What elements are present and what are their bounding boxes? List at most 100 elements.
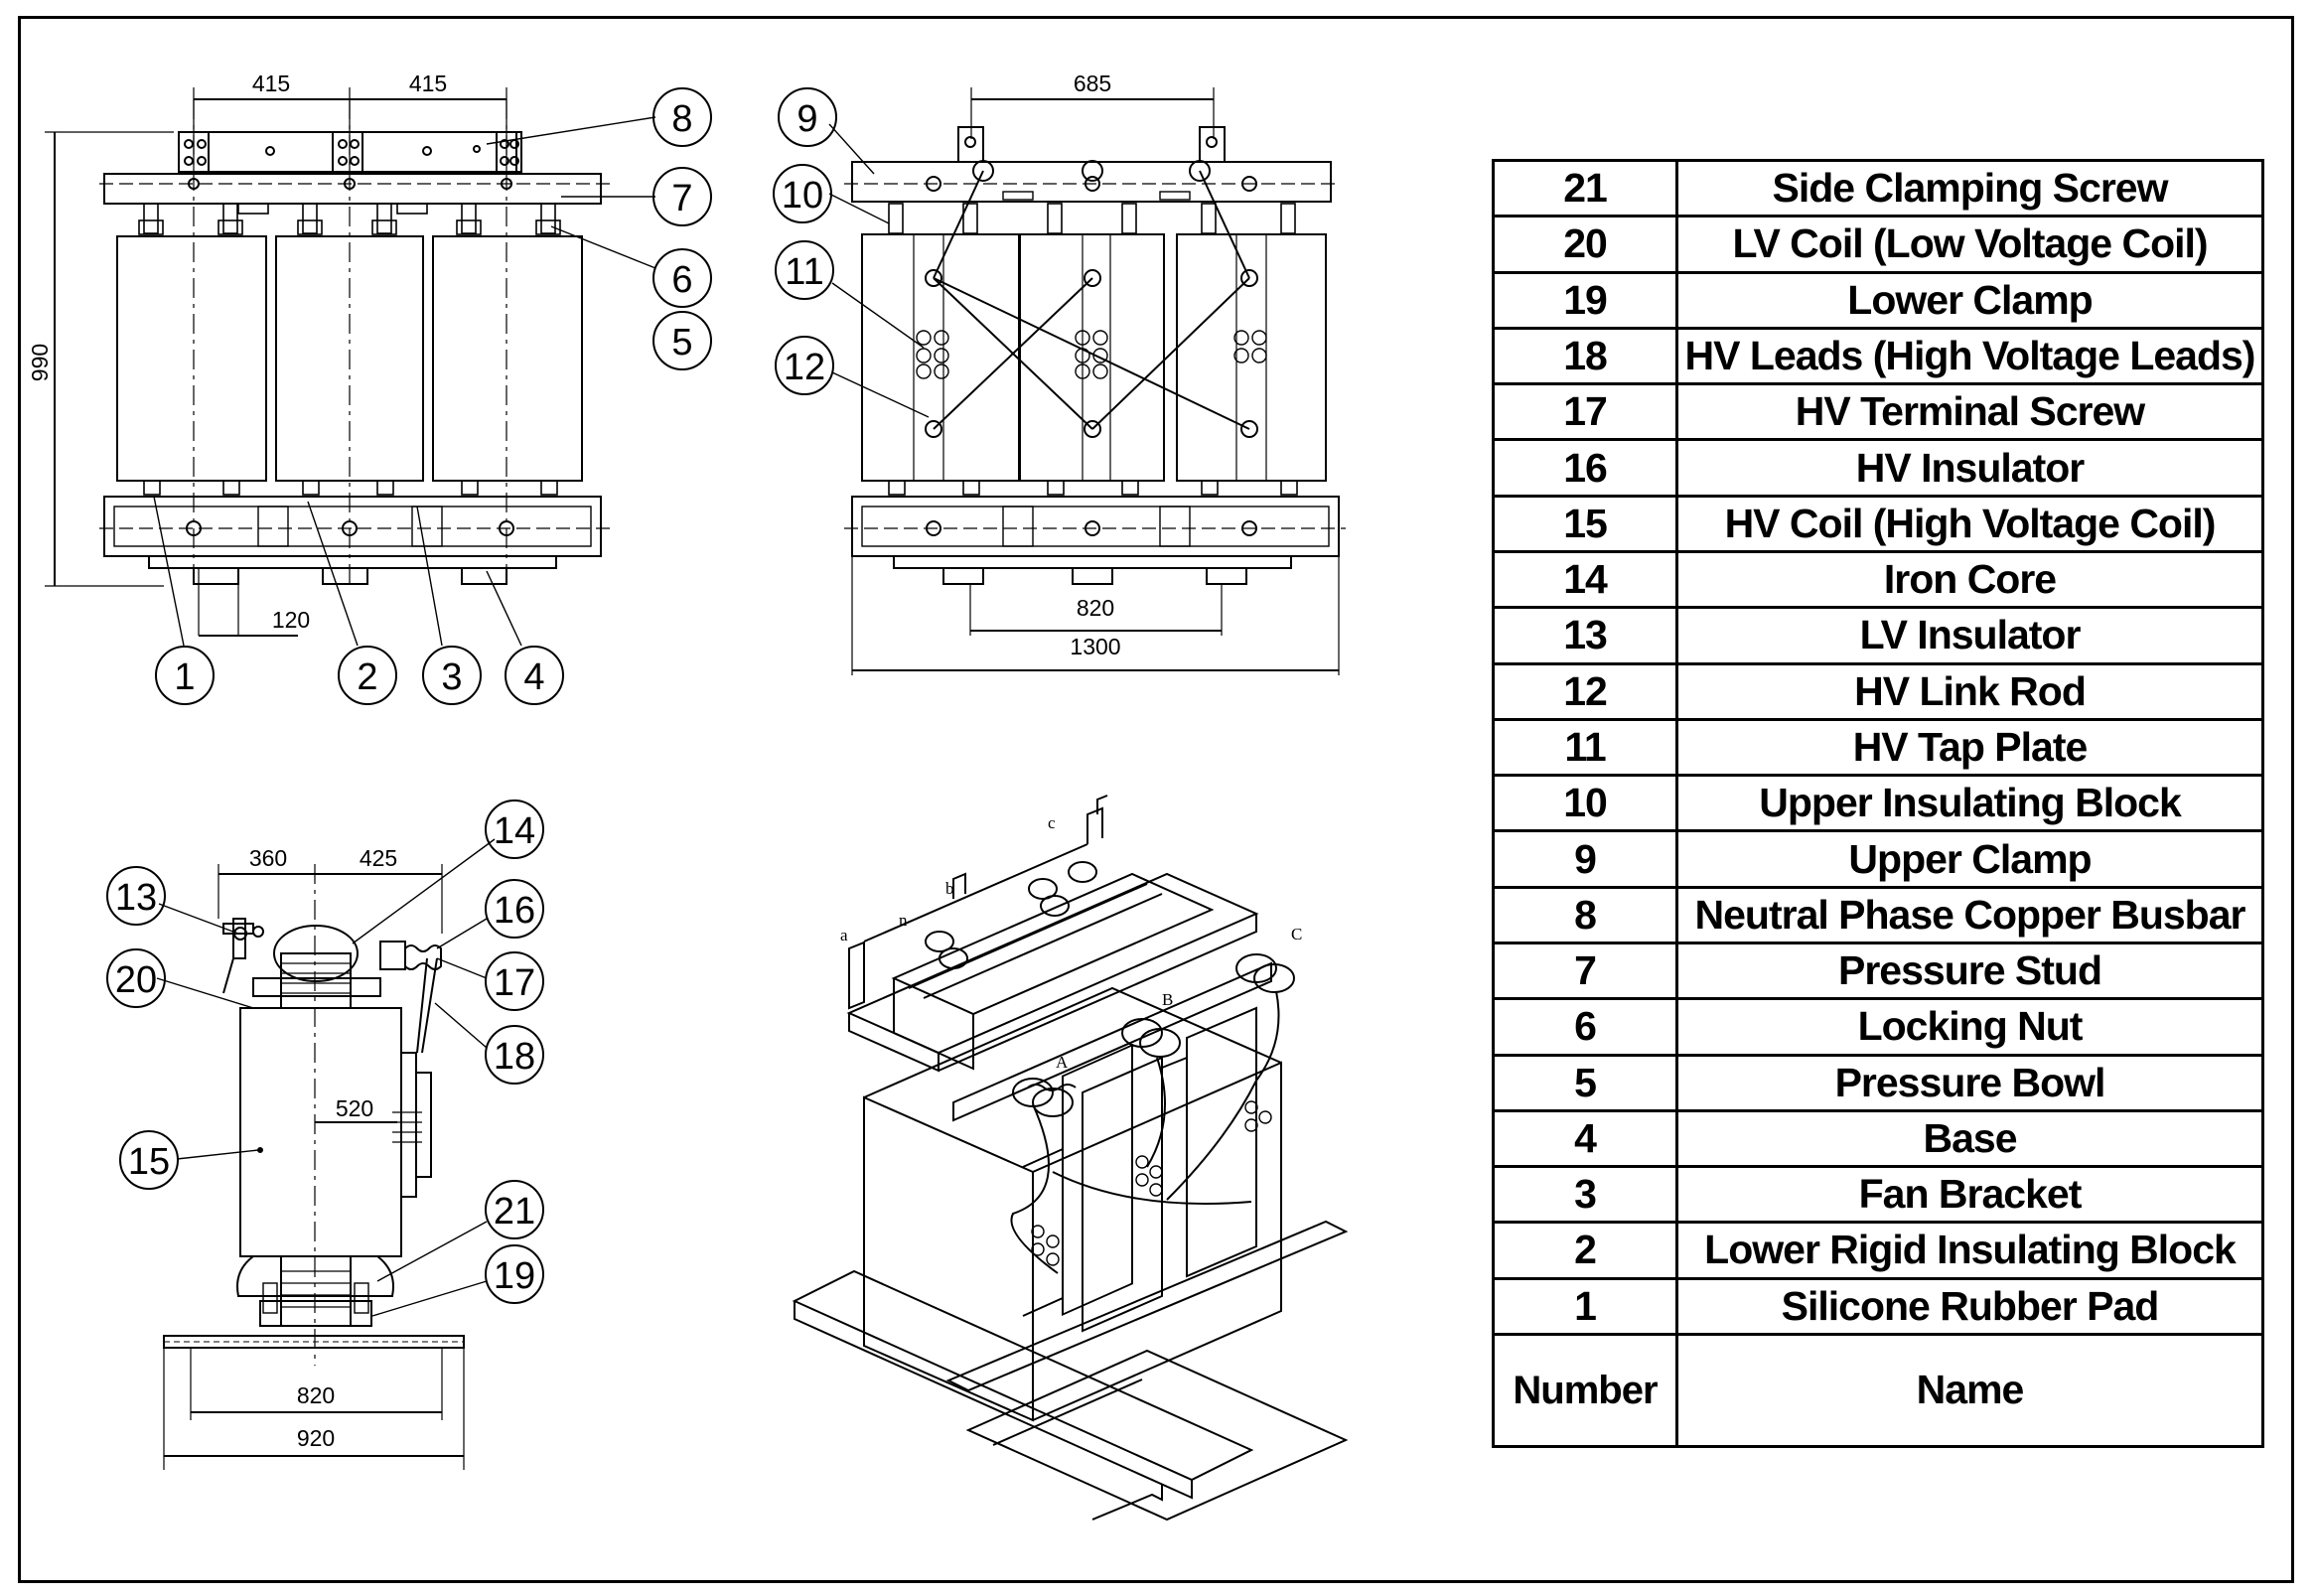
side-dim-1300: 1300 [1070, 634, 1120, 659]
terminal-letter-b: b [945, 879, 954, 898]
front-dim-120: 120 [272, 607, 310, 633]
isometric-view: a n b c A B C [792, 795, 1349, 1522]
part-name: Iron Core [1675, 549, 2264, 610]
terminal-letter-a: a [840, 926, 848, 944]
part-number: 6 [1492, 997, 1678, 1057]
balloon-3: 3 [441, 656, 462, 698]
balloon-6: 6 [671, 259, 692, 301]
front-dim-415-right: 415 [409, 71, 447, 96]
side-dim-820: 820 [1077, 595, 1114, 621]
front-dim-415-left: 415 [252, 71, 290, 96]
balloon-20: 20 [115, 959, 157, 1001]
end-dim-920: 920 [297, 1425, 335, 1451]
side-view: 685 [773, 71, 1346, 675]
part-name: Upper Clamp [1675, 829, 2264, 889]
balloon-15: 15 [128, 1141, 170, 1183]
part-name: LV Insulator [1675, 606, 2264, 665]
part-number: 1 [1492, 1276, 1678, 1336]
part-number: 16 [1492, 438, 1678, 498]
part-number: 8 [1492, 885, 1678, 944]
part-number: 2 [1492, 1221, 1678, 1280]
part-number: 10 [1492, 774, 1678, 833]
part-name: Lower Clamp [1675, 270, 2264, 330]
part-number: 11 [1492, 717, 1678, 778]
part-number: 7 [1492, 941, 1678, 1001]
part-number: 13 [1492, 606, 1678, 665]
balloon-7: 7 [671, 178, 692, 219]
part-name: HV Terminal Screw [1675, 382, 2264, 442]
balloon-12: 12 [784, 347, 825, 388]
end-dim-425: 425 [360, 845, 397, 871]
terminal-letter-C: C [1291, 925, 1302, 943]
terminal-letter-B: B [1162, 990, 1173, 1009]
part-name: HV Leads (High Voltage Leads) [1675, 326, 2264, 386]
front-dim-990: 990 [27, 344, 53, 381]
part-number: 5 [1492, 1053, 1678, 1112]
part-name: HV Link Rod [1675, 661, 2264, 721]
end-view: 360 425 520 [106, 799, 544, 1470]
part-name: Fan Bracket [1675, 1165, 2264, 1225]
part-number: 12 [1492, 661, 1678, 721]
terminal-letter-c: c [1048, 813, 1056, 832]
part-number: 21 [1492, 158, 1678, 218]
terminal-letter-n: n [899, 911, 908, 930]
balloon-17: 17 [494, 962, 535, 1004]
balloon-1: 1 [174, 656, 195, 698]
end-dim-360: 360 [249, 845, 287, 871]
header-number: Number [1492, 1332, 1678, 1449]
part-name: Lower Rigid Insulating Block [1675, 1221, 2264, 1280]
balloon-13: 13 [115, 877, 157, 919]
balloon-18: 18 [494, 1036, 535, 1078]
balloon-10: 10 [782, 175, 823, 217]
part-number: 20 [1492, 215, 1678, 274]
balloon-11: 11 [785, 251, 823, 293]
balloon-16: 16 [494, 890, 535, 932]
balloon-2: 2 [357, 656, 377, 698]
part-name: HV Tap Plate [1675, 717, 2264, 778]
front-view: 415 415 990 [27, 71, 712, 705]
part-name: Neutral Phase Copper Busbar [1675, 885, 2264, 944]
part-name: Upper Insulating Block [1675, 774, 2264, 833]
balloon-9: 9 [796, 98, 817, 140]
part-number: 15 [1492, 494, 1678, 553]
part-name: HV Coil (High Voltage Coil) [1675, 494, 2264, 553]
part-name: HV Insulator [1675, 438, 2264, 498]
part-name: Pressure Bowl [1675, 1053, 2264, 1112]
part-number: 14 [1492, 549, 1678, 610]
terminal-letter-A: A [1056, 1053, 1069, 1072]
part-number: 17 [1492, 382, 1678, 442]
part-number: 4 [1492, 1108, 1678, 1169]
part-number: 19 [1492, 270, 1678, 330]
drawing-frame [18, 16, 2294, 1583]
part-name: Locking Nut [1675, 997, 2264, 1057]
part-number: 9 [1492, 829, 1678, 889]
part-name: Pressure Stud [1675, 941, 2264, 1001]
balloon-21: 21 [494, 1191, 535, 1233]
part-name: LV Coil (Low Voltage Coil) [1675, 215, 2264, 274]
end-dim-520: 520 [336, 1095, 373, 1121]
part-number: 18 [1492, 326, 1678, 386]
